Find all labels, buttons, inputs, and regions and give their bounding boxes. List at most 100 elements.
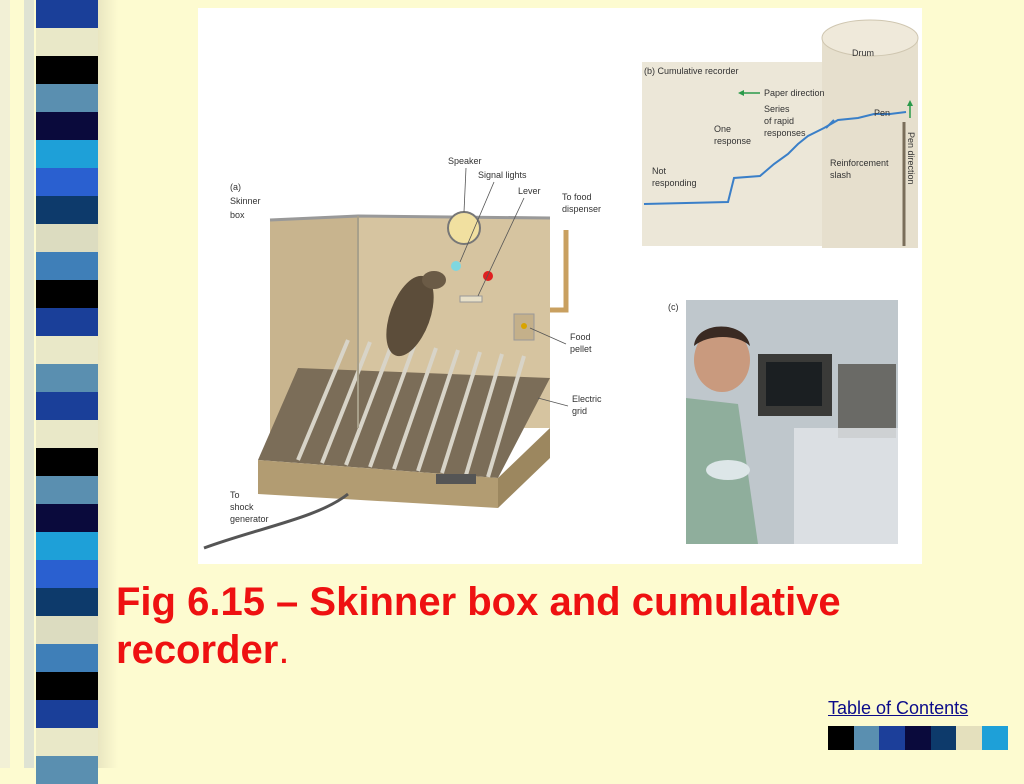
- computer-unit: [838, 364, 896, 438]
- label-signal-lights: Signal lights: [478, 170, 527, 180]
- label-reinforcement-slash: Reinforcement: [830, 158, 889, 168]
- color-block: [879, 726, 906, 750]
- label-shock-generator: To: [230, 490, 240, 500]
- label-not-responding: responding: [652, 178, 697, 188]
- rat-head: [422, 271, 446, 289]
- strip-block: [36, 448, 98, 476]
- strip-block: [36, 504, 98, 532]
- label-rapid-responses: Series: [764, 104, 790, 114]
- strip-block: [36, 532, 98, 560]
- strip-block: [36, 336, 98, 364]
- label-paper-direction: Paper direction: [764, 88, 825, 98]
- strip-block: [36, 280, 98, 308]
- signal-light-blue: [451, 261, 461, 271]
- cumulative-record-line: [643, 111, 907, 205]
- strip-column: [0, 0, 10, 768]
- strip-block: [36, 392, 98, 420]
- label-not-responding: Not: [652, 166, 667, 176]
- panel-b-cumulative-recorder: (b) Cumulative recorder Drum Paper direc…: [642, 19, 919, 248]
- color-block: [828, 726, 854, 750]
- panel-a-title-line: (a): [230, 182, 241, 192]
- skinner-box-figure: (a) Skinner box Speaker Signal lights Le…: [198, 8, 922, 564]
- strip-block: [36, 420, 98, 448]
- color-block: [956, 726, 983, 750]
- label-shock-generator: shock: [230, 502, 254, 512]
- label-one-response: response: [714, 136, 751, 146]
- strip-block: [36, 616, 98, 644]
- label-electric-grid: Electric: [572, 394, 602, 404]
- strip-block: [36, 224, 98, 252]
- strip-block: [36, 112, 98, 140]
- label-food-pellet: pellet: [570, 344, 592, 354]
- strip-block: [36, 56, 98, 84]
- food-pellet: [521, 323, 527, 329]
- strip-block: [36, 644, 98, 672]
- strip-block: [36, 588, 98, 616]
- strip-block: [36, 700, 98, 728]
- strip-block: [36, 728, 98, 756]
- strip-block: [36, 308, 98, 336]
- strip-block: [36, 140, 98, 168]
- strip-block: [36, 672, 98, 700]
- panel-c-photo: (c): [668, 300, 898, 544]
- label-one-response: One: [714, 124, 731, 134]
- panel-c-title: (c): [668, 302, 679, 312]
- panel-a-skinner-box: (a) Skinner box Speaker Signal lights Le…: [203, 156, 602, 550]
- rat: [386, 275, 434, 357]
- caption-period: .: [278, 628, 290, 672]
- strip-block: [36, 84, 98, 112]
- strip-block: [36, 168, 98, 196]
- strip-pattern: [36, 0, 98, 784]
- label-drum: Drum: [852, 48, 874, 58]
- caption-text: Fig 6.15 – Skinner box and cumulative re…: [116, 580, 841, 672]
- label-rapid-responses: responses: [764, 128, 806, 138]
- strip-block: [36, 252, 98, 280]
- reinforcement-slash: [825, 119, 835, 129]
- base-slot: [436, 474, 476, 484]
- speaker: [447, 211, 481, 245]
- color-block: [905, 726, 931, 750]
- label-food-pellet: Food: [570, 332, 591, 342]
- label-reinforcement-slash: slash: [830, 170, 851, 180]
- figure-illustration: (a) Skinner box Speaker Signal lights Le…: [203, 19, 919, 550]
- lab-dish: [706, 460, 750, 480]
- strip-column: [24, 0, 34, 768]
- label-food-dispenser: To food: [562, 192, 592, 202]
- strip-block: [36, 0, 98, 28]
- label-electric-grid: grid: [572, 406, 587, 416]
- box-base-front: [258, 460, 498, 508]
- label-pen: Pen: [874, 108, 890, 118]
- panel-a-title-line: box: [230, 210, 245, 220]
- strip-block: [36, 364, 98, 392]
- box-base-side: [498, 428, 550, 508]
- strip-block: [36, 756, 98, 784]
- test-apparatus: [794, 428, 898, 544]
- label-shock-generator: generator: [230, 514, 269, 524]
- color-block-bar: [828, 726, 1008, 750]
- researcher-face: [694, 328, 750, 392]
- color-block: [853, 726, 880, 750]
- grid-floor: [258, 368, 550, 478]
- signal-light-red: [483, 271, 493, 281]
- strip-edge: [98, 0, 118, 768]
- panel-a-title-line: Skinner: [230, 196, 261, 206]
- panel-b-title: (b) Cumulative recorder: [644, 66, 739, 76]
- label-speaker: Speaker: [448, 156, 482, 166]
- monitor-screen: [766, 362, 822, 406]
- color-block: [982, 726, 1008, 750]
- table-of-contents-link[interactable]: Table of Contents: [828, 698, 969, 718]
- label-lever: Lever: [518, 186, 541, 196]
- color-block: [930, 726, 957, 750]
- decorative-left-strip: [0, 0, 118, 784]
- lever: [459, 295, 483, 303]
- label-pen-direction: Pen direction: [906, 132, 916, 185]
- dispenser-tube: [550, 230, 569, 313]
- label-rapid-responses: of rapid: [764, 116, 794, 126]
- strip-block: [36, 476, 98, 504]
- strip-block: [36, 196, 98, 224]
- researcher-hair: [694, 326, 750, 346]
- shock-cable: [203, 492, 349, 550]
- slide-caption: Fig 6.15 – Skinner box and cumulative re…: [116, 578, 996, 674]
- strip-block: [36, 560, 98, 588]
- strip-block: [36, 28, 98, 56]
